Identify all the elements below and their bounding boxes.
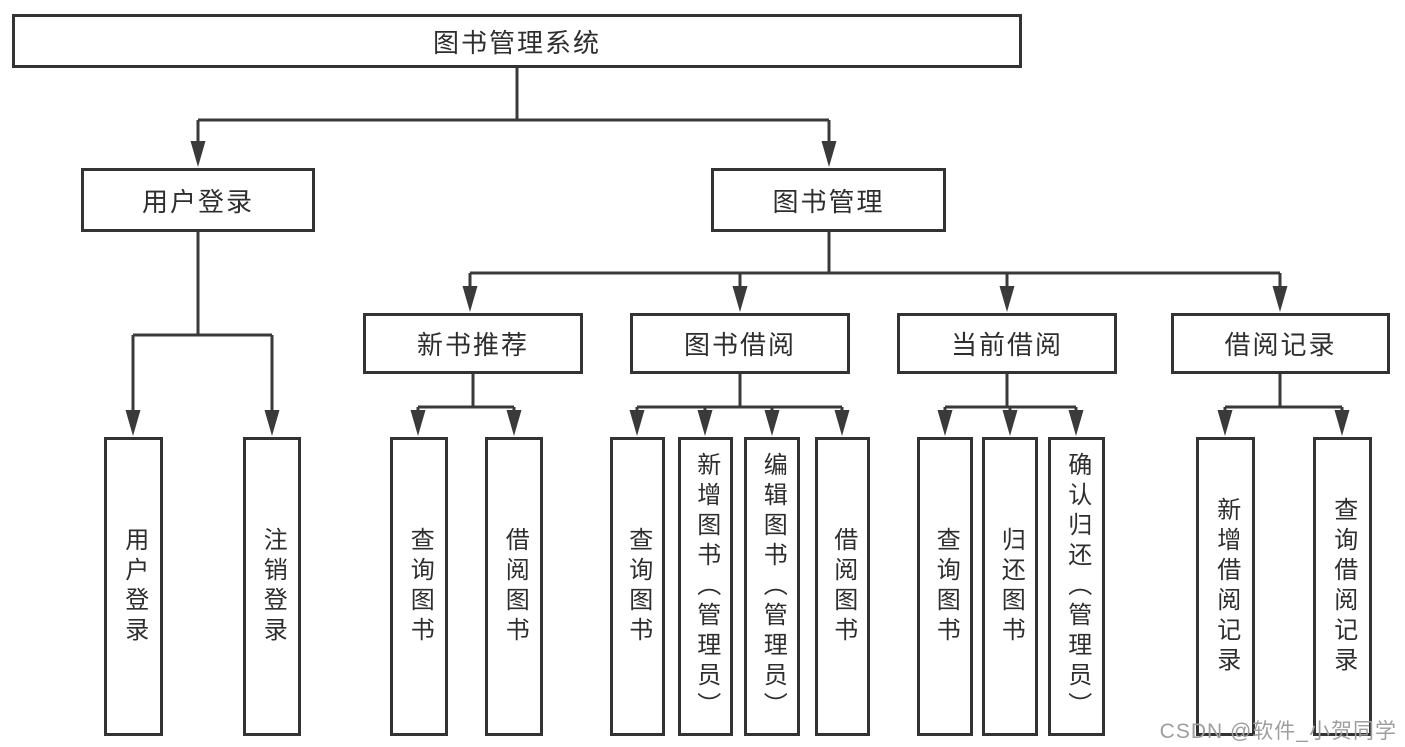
leaf-user-login: 用户登录: [104, 437, 163, 736]
leaf-label: 确认归还（管理员）: [1063, 451, 1091, 722]
leaf-add-books-admin: 新增图书（管理员）: [678, 437, 733, 736]
leaf-edit-books-admin: 编辑图书（管理员）: [744, 437, 800, 736]
node-label: 图书借阅: [683, 330, 796, 360]
leaf-query-books-current: 查询图书: [917, 437, 973, 736]
csdn-watermark: CSDN @软件_小贺同学: [1159, 720, 1397, 743]
node-book-borrowing: 图书借阅: [630, 313, 850, 374]
node-label: 用户登录: [141, 186, 254, 217]
node-label: 图书管理: [772, 186, 885, 217]
leaf-return-books: 归还图书: [982, 437, 1038, 736]
leaf-logout: 注销登录: [243, 437, 301, 736]
leaf-label: 查询借阅记录: [1329, 496, 1357, 677]
leaf-query-borrow-record: 查询借阅记录: [1313, 437, 1372, 736]
leaf-label: 新增图书（管理员）: [692, 451, 720, 722]
node-library-management-system: 图书管理系统: [12, 14, 1022, 68]
leaf-label: 新增借阅记录: [1212, 496, 1240, 677]
leaf-label: 借阅图书: [501, 526, 529, 647]
leaf-label: 借阅图书: [829, 526, 857, 647]
leaf-confirm-return-admin: 确认归还（管理员）: [1048, 437, 1105, 736]
root-label: 图书管理系统: [432, 27, 601, 58]
leaf-label: 查询图书: [406, 526, 434, 647]
leaf-label: 编辑图书（管理员）: [759, 451, 787, 722]
node-current-borrowing: 当前借阅: [897, 313, 1117, 374]
leaf-label: 查询图书: [624, 526, 652, 647]
leaf-borrow-books-recommend: 借阅图书: [485, 437, 543, 736]
leaf-query-books-recommend: 查询图书: [390, 437, 448, 736]
node-label: 当前借阅: [950, 330, 1063, 360]
node-book-management: 图书管理: [711, 168, 946, 232]
leaf-add-borrow-record: 新增借阅记录: [1196, 437, 1255, 736]
leaf-query-books-borrowing: 查询图书: [610, 437, 665, 736]
node-borrowing-records: 借阅记录: [1171, 313, 1390, 374]
leaf-label: 归还图书: [997, 526, 1025, 647]
node-label: 借阅记录: [1224, 330, 1337, 360]
node-user-login: 用户登录: [81, 168, 315, 232]
leaf-label: 注销登录: [259, 526, 287, 647]
leaf-borrow-books: 借阅图书: [815, 437, 870, 736]
node-label: 新书推荐: [416, 330, 529, 360]
node-new-book-recommendation: 新书推荐: [363, 313, 583, 374]
leaf-label: 查询图书: [932, 526, 960, 647]
leaf-label: 用户登录: [120, 526, 148, 647]
